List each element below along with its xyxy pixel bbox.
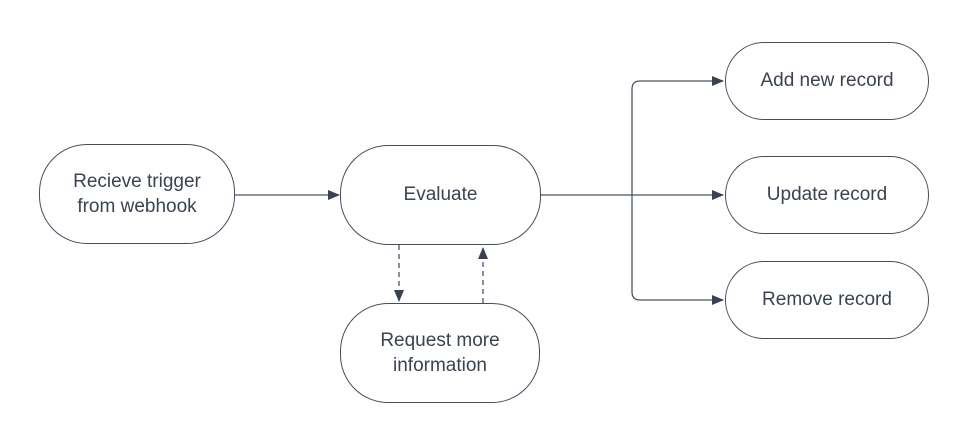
node-evaluate: Evaluate [340,145,541,245]
node-update-record: Update record [725,156,929,234]
node-remove-record-label: Remove record [762,289,892,311]
edge-evaluate-to-add-new-record [631,76,724,195]
node-add-new-record: Add new record [725,42,929,120]
node-request-more-information-label: Request more information [380,329,500,376]
edge-evaluate-to-remove-record [631,195,724,305]
node-receive-trigger: Recieve trigger from webhook [39,144,235,244]
node-request-more-information: Request more information [340,303,540,403]
node-evaluate-label: Evaluate [403,184,478,206]
node-receive-trigger-label: Recieve trigger from webhook [73,170,201,217]
node-update-record-label: Update record [766,184,888,206]
node-add-new-record-label: Add new record [760,70,894,92]
node-remove-record: Remove record [725,261,929,339]
